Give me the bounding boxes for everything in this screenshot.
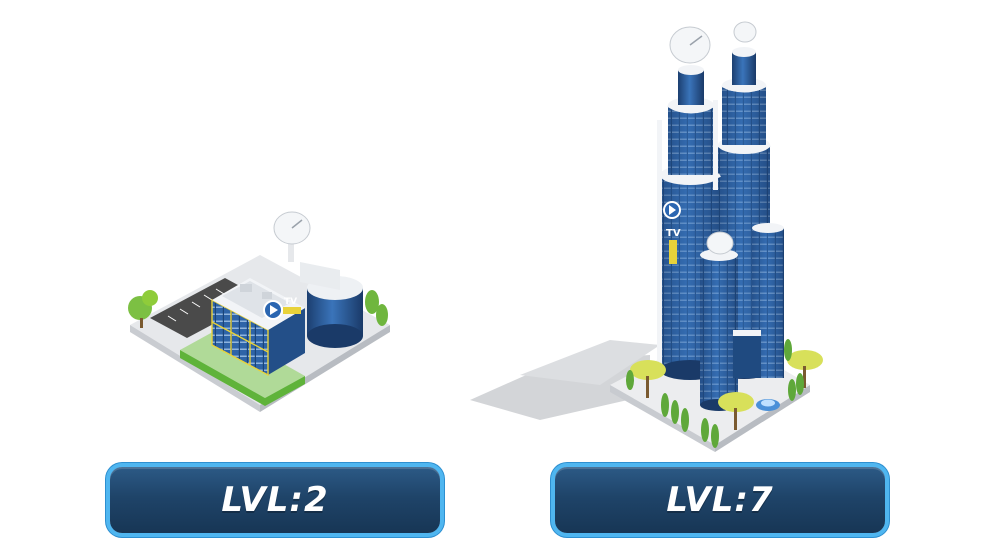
hedge-trees [626,339,804,448]
satellite-dish-icon [733,21,757,43]
level-2-button[interactable]: LVL:2 [110,467,440,533]
tree-icon [787,350,823,388]
satellite-dish-icon [669,26,711,64]
level-7-label: LVL:7 [666,480,774,520]
tv-sign-small: TV [284,297,297,307]
tree-icon [365,290,388,326]
building-level-7[interactable]: TV [470,21,823,452]
satellite-dish-icon [273,211,311,262]
tree-icon [128,290,158,328]
level-7-button[interactable]: LVL:7 [555,467,885,533]
satellite-dish-icon [706,231,734,255]
level-2-label: LVL:2 [221,480,329,520]
tree-icon [718,392,754,430]
tree-icon [630,360,666,398]
tv-sign-large: TV [666,228,681,239]
building-level-2[interactable]: TV [128,211,390,412]
